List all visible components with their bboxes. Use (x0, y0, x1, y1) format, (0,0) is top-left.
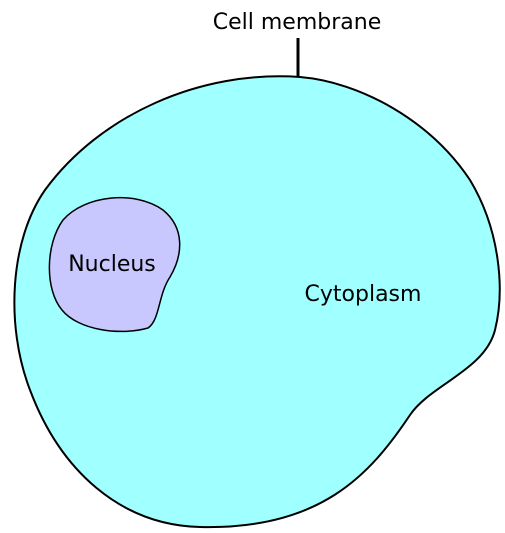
cytoplasm-label: Cytoplasm (305, 282, 422, 307)
nucleus-shape (48, 197, 181, 333)
nucleus-label: Nucleus (68, 252, 156, 277)
cell-membrane-label: Cell membrane (213, 10, 381, 35)
cell-membrane-outline (13, 75, 501, 529)
